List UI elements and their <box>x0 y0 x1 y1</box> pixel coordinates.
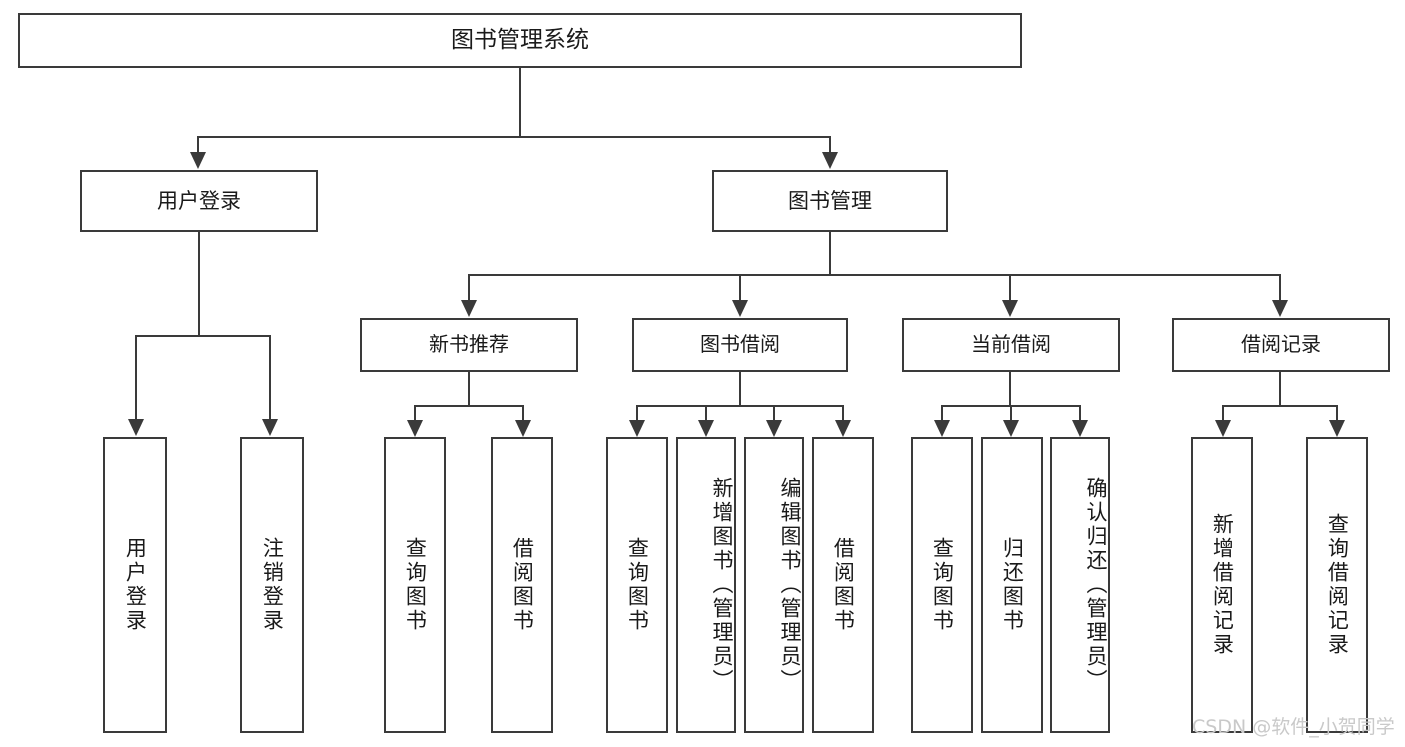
arrowhead-leaf-return-book <box>1003 420 1019 437</box>
connector-cb-drop-1 <box>941 405 943 421</box>
arrowhead-leaf-query-book-3 <box>934 420 950 437</box>
connector-bb-drop-4 <box>842 405 844 421</box>
node-book-borrow[interactable]: 图书借阅 <box>632 318 848 372</box>
connector-cb-drop-3 <box>1079 405 1081 421</box>
arrowhead-leaf-add-book <box>698 420 714 437</box>
arrowhead-leaf-query-book-1 <box>407 420 423 437</box>
arrowhead-leaf-borrow-book-1 <box>515 420 531 437</box>
arrowhead-book-manage <box>822 152 838 169</box>
connector-book-manage-drop-3 <box>1009 274 1011 301</box>
node-label: 新书推荐 <box>429 332 509 357</box>
arrowhead-book-borrow <box>732 300 748 317</box>
connector-br-drop-2 <box>1336 405 1338 421</box>
connector-user-login-drop-1 <box>135 335 137 420</box>
leaf-borrow-book-1[interactable]: 借阅图书 <box>491 437 553 733</box>
connector-user-login-bar <box>135 335 271 337</box>
leaf-confirm-return[interactable]: 确认归还（管理员） <box>1050 437 1110 733</box>
node-new-book-recommend[interactable]: 新书推荐 <box>360 318 578 372</box>
node-label: 查询图书 <box>403 537 428 633</box>
connector-root-to-book-manage <box>829 136 831 153</box>
arrowhead-leaf-query-record <box>1329 420 1345 437</box>
node-label: 当前借阅 <box>971 332 1051 357</box>
connector-user-login-stem <box>198 232 200 336</box>
connector-user-login-drop-2 <box>269 335 271 420</box>
connector-root-to-user-login <box>197 136 199 153</box>
arrowhead-leaf-user-logout <box>262 419 278 436</box>
node-label: 图书管理系统 <box>451 26 589 53</box>
leaf-return-book[interactable]: 归还图书 <box>981 437 1043 733</box>
node-label: 图书管理 <box>788 188 872 213</box>
leaf-query-book-2[interactable]: 查询图书 <box>606 437 668 733</box>
connector-book-manage-bar <box>468 274 1280 276</box>
connector-current-borrow-stem <box>1009 372 1011 406</box>
leaf-query-book-1[interactable]: 查询图书 <box>384 437 446 733</box>
node-label: 归还图书 <box>1000 537 1025 633</box>
leaf-edit-book[interactable]: 编辑图书（管理员） <box>744 437 804 733</box>
connector-new-book-recommend-stem <box>468 372 470 406</box>
connector-borrow-record-stem <box>1279 372 1281 406</box>
connector-root-stem <box>519 68 521 137</box>
node-label: 借阅记录 <box>1241 332 1321 357</box>
leaf-query-record[interactable]: 查询借阅记录 <box>1306 437 1368 733</box>
connector-root-bar <box>197 136 831 138</box>
node-label: 新增借阅记录 <box>1210 513 1235 657</box>
connector-cb-drop-2 <box>1010 405 1012 421</box>
connector-book-manage-drop-4 <box>1279 274 1281 301</box>
node-label: 借阅图书 <box>831 537 856 633</box>
connector-br-drop-1 <box>1222 405 1224 421</box>
arrowhead-leaf-add-record <box>1215 420 1231 437</box>
connector-book-manage-drop-1 <box>468 274 470 301</box>
node-label: 新增图书（管理员） <box>710 477 734 693</box>
leaf-query-book-3[interactable]: 查询图书 <box>911 437 973 733</box>
node-label: 注销登录 <box>260 537 285 633</box>
connector-book-manage-stem <box>829 232 831 275</box>
leaf-user-logout[interactable]: 注销登录 <box>240 437 304 733</box>
connector-borrow-record-bar <box>1222 405 1338 407</box>
arrowhead-leaf-confirm-return <box>1072 420 1088 437</box>
arrowhead-leaf-edit-book <box>766 420 782 437</box>
node-root-system[interactable]: 图书管理系统 <box>18 13 1022 68</box>
arrowhead-leaf-query-book-2 <box>629 420 645 437</box>
arrowhead-user-login <box>190 152 206 169</box>
node-label: 用户登录 <box>157 188 241 213</box>
leaf-add-record[interactable]: 新增借阅记录 <box>1191 437 1253 733</box>
connector-nbr-drop-2 <box>522 405 524 421</box>
node-label: 查询图书 <box>625 537 650 633</box>
connector-bb-drop-1 <box>636 405 638 421</box>
node-current-borrow[interactable]: 当前借阅 <box>902 318 1120 372</box>
arrowhead-new-book-recommend <box>461 300 477 317</box>
node-label: 确认归还（管理员） <box>1084 477 1108 693</box>
node-book-manage[interactable]: 图书管理 <box>712 170 948 232</box>
node-borrow-record[interactable]: 借阅记录 <box>1172 318 1390 372</box>
connector-book-borrow-stem <box>739 372 741 406</box>
node-label: 查询借阅记录 <box>1325 513 1350 657</box>
arrowhead-leaf-user-login <box>128 419 144 436</box>
arrowhead-leaf-borrow-book-2 <box>835 420 851 437</box>
leaf-add-book[interactable]: 新增图书（管理员） <box>676 437 736 733</box>
csdn-watermark: CSDN @软件_小贺同学 <box>1192 716 1395 738</box>
node-label: 用户登录 <box>123 537 148 633</box>
arrowhead-current-borrow <box>1002 300 1018 317</box>
connector-book-manage-drop-2 <box>739 274 741 301</box>
connector-new-book-recommend-bar <box>414 405 524 407</box>
node-label: 借阅图书 <box>510 537 535 633</box>
leaf-borrow-book-2[interactable]: 借阅图书 <box>812 437 874 733</box>
node-label: 查询图书 <box>930 537 955 633</box>
connector-bb-drop-3 <box>773 405 775 421</box>
node-label: 图书借阅 <box>700 332 780 357</box>
connector-book-borrow-bar <box>636 405 844 407</box>
connector-bb-drop-2 <box>705 405 707 421</box>
connector-nbr-drop-1 <box>414 405 416 421</box>
arrowhead-borrow-record <box>1272 300 1288 317</box>
node-label: 编辑图书（管理员） <box>778 477 802 693</box>
leaf-user-login[interactable]: 用户登录 <box>103 437 167 733</box>
node-user-login[interactable]: 用户登录 <box>80 170 318 232</box>
